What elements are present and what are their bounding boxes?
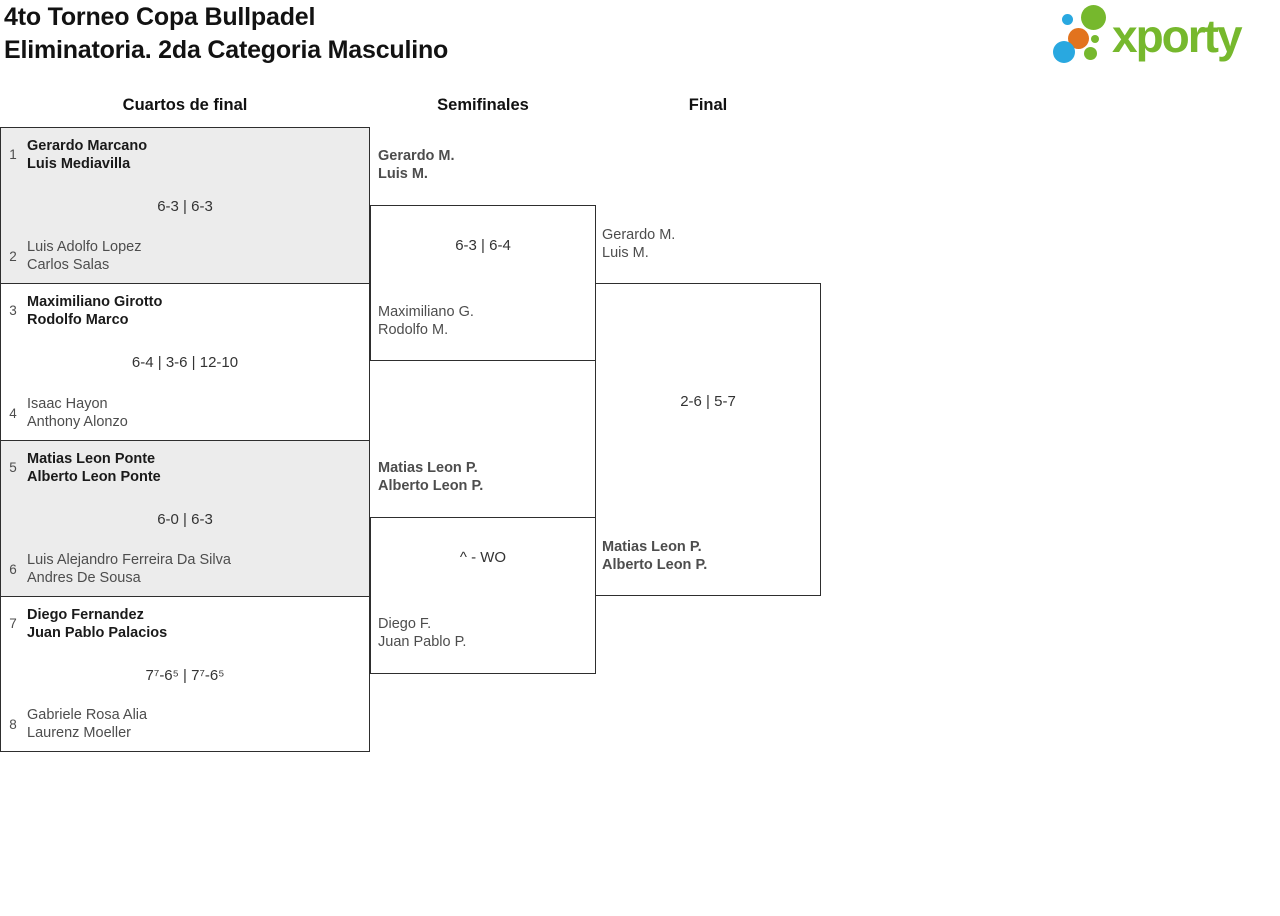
final-match-box [595, 283, 821, 596]
match-score: 6-0 | 6-3 [157, 511, 213, 528]
player-name: Gabriele Rosa Alia [27, 707, 148, 723]
player-name: Matias Leon Ponte [27, 451, 156, 467]
player-name: Luis Mediavilla [27, 156, 131, 172]
quarterfinal-match-2: 3 Maximiliano Girotto Rodolfo Marco 6-4 … [1, 284, 369, 441]
seed-number: 6 [9, 562, 17, 577]
round-label-final: Final [688, 96, 728, 114]
team-pair: Matias Leon Ponte Alberto Leon Ponte [27, 450, 161, 486]
player-name: Anthony Alonzo [27, 414, 128, 430]
logo-dot-icon [1062, 14, 1073, 25]
match-score: 6-3 | 6-3 [157, 198, 213, 215]
team-pair: Gerardo M. Luis M. [602, 226, 675, 262]
seed-number: 7 [9, 616, 17, 631]
logo-dot-icon [1084, 47, 1097, 60]
player-name: Alberto Leon P. [602, 557, 708, 573]
logo-dot-icon [1053, 41, 1075, 63]
player-name: Diego Fernandez [27, 607, 144, 623]
round-label-quarterfinals: Cuartos de final [122, 96, 248, 114]
player-name: Juan Pablo Palacios [27, 625, 168, 641]
player-name: Rodolfo M. [378, 322, 449, 338]
match-score: 7⁷-6⁵ | 7⁷-6⁵ [145, 667, 225, 684]
player-name: Carlos Salas [27, 257, 110, 273]
round-label-semifinals: Semifinales [437, 96, 529, 114]
seed-number: 3 [9, 303, 17, 318]
team-pair: Diego F. Juan Pablo P. [378, 615, 466, 651]
team-pair: Luis Alejandro Ferreira Da Silva Andres … [27, 551, 231, 587]
seed-number: 4 [9, 406, 17, 421]
team-pair: Gabriele Rosa Alia Laurenz Moeller [27, 706, 147, 742]
xporty-logo[interactable]: xporty [1046, 4, 1278, 70]
logo-dot-icon [1091, 35, 1099, 43]
match-score: 2-6 | 5-7 [680, 393, 736, 410]
player-name: Rodolfo Marco [27, 312, 129, 328]
team-pair: Matias Leon P. Alberto Leon P. [378, 459, 483, 495]
team-pair: Maximiliano Girotto Rodolfo Marco [27, 293, 162, 329]
seed-number: 1 [9, 147, 17, 162]
player-name: Gerardo M. [378, 148, 455, 164]
player-name: Luis M. [602, 245, 649, 261]
title-line-2: Eliminatoria. 2da Categoria Masculino [4, 36, 449, 64]
logo-wordmark: xporty [1112, 10, 1243, 62]
team-pair: Isaac Hayon Anthony Alonzo [27, 395, 128, 431]
logo-dot-icon [1081, 5, 1106, 30]
team-pair: Matias Leon P. Alberto Leon P. [602, 538, 707, 574]
player-name: Matias Leon P. [602, 539, 702, 555]
player-name: Diego F. [378, 616, 432, 632]
player-name: Alberto Leon P. [378, 478, 484, 494]
title-line-1: 4to Torneo Copa Bullpadel [4, 3, 316, 31]
player-name: Gerardo M. [602, 227, 676, 243]
match-score: 6-3 | 6-4 [455, 237, 511, 254]
quarterfinal-match-1: 1 Gerardo Marcano Luis Mediavilla 6-3 | … [1, 128, 369, 284]
team-pair: Maximiliano G. Rodolfo M. [378, 303, 474, 339]
quarterfinal-match-4: 7 Diego Fernandez Juan Pablo Palacios 7⁷… [1, 597, 369, 751]
seed-number: 5 [9, 460, 17, 475]
seed-number: 8 [9, 717, 17, 732]
match-score: ^ - WO [459, 549, 507, 566]
player-name: Luis M. [378, 166, 428, 182]
player-name: Gerardo Marcano [27, 138, 148, 154]
player-name: Luis Adolfo Lopez [27, 239, 142, 255]
seed-number: 2 [9, 249, 17, 264]
player-name: Maximiliano Girotto [27, 294, 163, 310]
team-pair: Gerardo Marcano Luis Mediavilla [27, 137, 147, 173]
player-name: Andres De Sousa [27, 570, 141, 586]
player-name: Alberto Leon Ponte [27, 469, 161, 485]
player-name: Laurenz Moeller [27, 725, 131, 741]
team-pair: Gerardo M. Luis M. [378, 147, 455, 183]
player-name: Juan Pablo P. [378, 634, 467, 650]
team-pair: Luis Adolfo Lopez Carlos Salas [27, 238, 141, 274]
quarterfinals-column: 1 Gerardo Marcano Luis Mediavilla 6-3 | … [0, 127, 370, 752]
page-title: 4to Torneo Copa Bullpadel Eliminatoria. … [4, 1, 448, 67]
team-pair: Diego Fernandez Juan Pablo Palacios [27, 606, 167, 642]
match-score: 6-4 | 3-6 | 12-10 [131, 354, 239, 371]
player-name: Isaac Hayon [27, 396, 108, 412]
quarterfinal-match-3: 5 Matias Leon Ponte Alberto Leon Ponte 6… [1, 441, 369, 597]
player-name: Luis Alejandro Ferreira Da Silva [27, 552, 231, 568]
logo-dot-icon [1068, 28, 1089, 49]
player-name: Matias Leon P. [378, 460, 478, 476]
player-name: Maximiliano G. [378, 304, 474, 320]
